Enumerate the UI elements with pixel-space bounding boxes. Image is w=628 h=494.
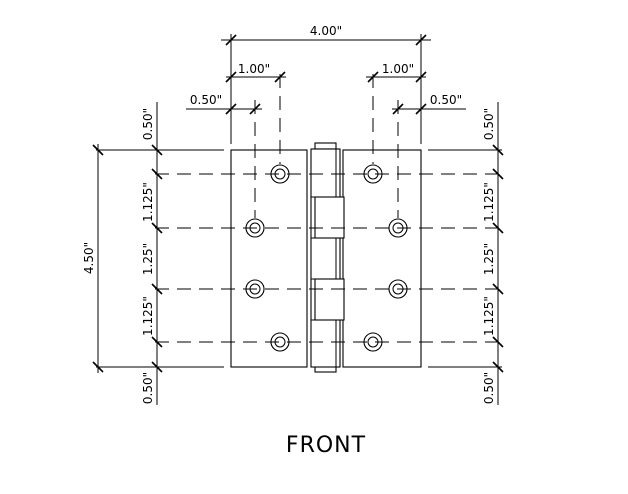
right-dim-label: 0.50" [482,372,496,404]
hole-offset-right-dimension: 1.00" [366,62,427,83]
left-dim-label: 0.50" [141,372,155,404]
hinge-body [230,142,422,373]
hole-offset-right-label: 1.00" [382,62,414,76]
horizontal-extension-lines [96,149,502,368]
hinge-knuckle [310,142,345,373]
edge-offset-right-dimension: 0.50" [392,93,466,115]
right-dim-label: 1.25" [482,243,496,275]
hole-offset-left-label: 1.00" [238,62,270,76]
left-dim-label: 0.50" [141,108,155,140]
left-dim-label: 1.125" [141,182,155,222]
edge-offset-right-label: 0.50" [430,93,462,107]
left-column-dimension: 0.50" 1.125" 1.25" 1.125" 0.50" [141,102,163,405]
left-dim-label: 1.125" [141,296,155,336]
view-title: FRONT [286,433,366,458]
right-column-dimension: 0.50" 1.125" 1.25" 1.125" 0.50" [482,102,504,405]
edge-offset-left-dimension: 0.50" [186,93,262,115]
hole-offset-left-dimension: 1.00" [225,62,286,83]
vertical-extension-lines [230,34,422,218]
overall-height-dimension: 4.50" [82,144,104,373]
overall-width-label: 4.00" [310,24,342,38]
overall-width-dimension: 4.00" [221,24,431,46]
right-dim-label: 0.50" [482,108,496,140]
left-dim-label: 1.25" [141,243,155,275]
screw-hole [270,332,290,352]
left-leaf [230,149,308,368]
right-leaf [342,149,422,368]
right-dim-label: 1.125" [482,182,496,222]
edge-offset-left-label: 0.50" [190,93,222,107]
overall-height-label: 4.50" [82,242,96,274]
right-dim-label: 1.125" [482,296,496,336]
